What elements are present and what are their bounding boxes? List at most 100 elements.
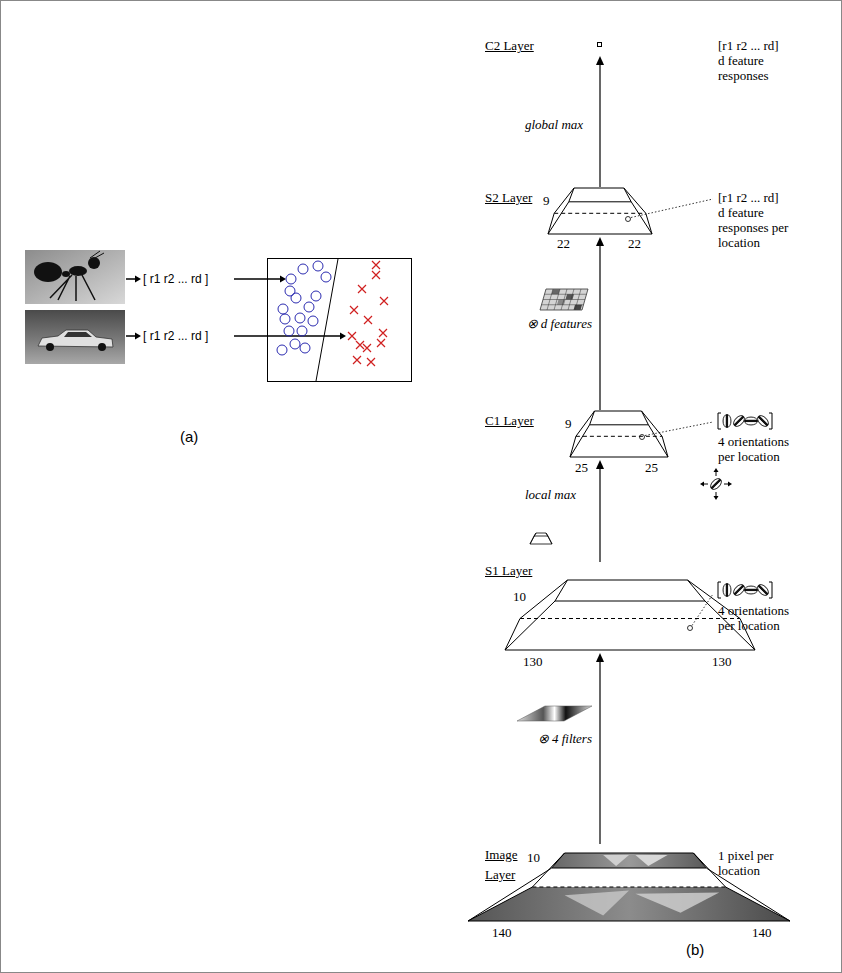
scatter-plot — [278, 304, 288, 314]
feature-grid-icon — [566, 294, 575, 299]
pooling-direction-icon — [707, 475, 725, 493]
layer-description: 4 orientations per location — [718, 434, 808, 464]
unit-marker — [688, 626, 693, 631]
orientation-icons — [722, 582, 732, 598]
local-max-icon — [530, 533, 552, 544]
image-base — [635, 892, 719, 912]
car-photo — [98, 343, 106, 351]
scatter-plot — [280, 314, 290, 324]
feature-vector: [ r1 r2 ... rd ] — [143, 329, 208, 344]
orientation-icons — [722, 413, 732, 429]
flow-arrow — [596, 460, 604, 562]
feature-arrows — [126, 278, 136, 280]
layer-outline — [548, 188, 652, 234]
edge-label: ⊗ 4 filters — [538, 731, 592, 746]
scatter-plot — [300, 343, 310, 353]
layer-node: S2 Layer — [485, 188, 652, 234]
layer-outline — [552, 853, 707, 868]
hidden-edge — [576, 436, 662, 437]
car-photo — [46, 343, 54, 351]
dimension-number: 140 — [492, 925, 512, 940]
unit-marker — [626, 217, 693, 631]
layer-name: Image Layer — [485, 845, 530, 885]
output-unit — [598, 43, 602, 47]
hidden-edge — [554, 213, 646, 214]
dimension-number: 10 — [513, 589, 526, 604]
pooling-direction-icon — [728, 482, 732, 487]
orientation-icons — [743, 416, 759, 426]
ant-photo — [69, 266, 87, 276]
orientation-icons — [718, 581, 772, 599]
car-photo — [25, 310, 125, 364]
image-base — [468, 887, 790, 921]
leader-line — [631, 199, 713, 218]
scatter-plot — [290, 339, 300, 349]
arrow-head — [596, 653, 604, 662]
scatter-plot — [284, 326, 294, 336]
leader-line — [631, 199, 713, 626]
feature-arrows — [234, 278, 281, 280]
feature-arrows — [340, 333, 346, 340]
dimension-number: 22 — [557, 236, 570, 251]
layer-outline — [648, 425, 668, 457]
orientation-icons — [754, 412, 772, 430]
car-photo — [25, 310, 125, 364]
layer-outline — [631, 202, 652, 234]
ant-photo — [34, 262, 62, 282]
scatter-plot — [295, 313, 305, 323]
feature-arrows — [280, 276, 286, 283]
edge-label: ⊗ d features — [527, 316, 592, 331]
unit-marker — [640, 435, 645, 440]
car-photo — [64, 332, 92, 337]
pooling-direction-icon — [714, 496, 719, 500]
edge-label: global max — [525, 117, 583, 132]
pooling-direction-icon — [714, 468, 719, 472]
image-top — [635, 855, 667, 866]
layer-frustum — [548, 188, 652, 234]
filter-icon — [517, 706, 592, 721]
dimension-number: 130 — [712, 654, 732, 669]
scatter-plot — [311, 291, 321, 301]
feature-vector: [r1 r2 ... rd] — [718, 190, 779, 205]
image-base — [565, 890, 629, 915]
panel-label: (a) — [180, 429, 198, 444]
feature-grid-icon — [557, 300, 566, 305]
leader-line — [645, 422, 713, 436]
scatter-plot — [308, 316, 318, 326]
flow-arrow — [596, 56, 604, 187]
arrow-head — [596, 237, 604, 246]
hidden-edge — [532, 887, 725, 888]
flow-arrow — [596, 653, 604, 844]
scatter-plot — [277, 345, 287, 355]
orientation-icons — [743, 585, 759, 595]
layer-outline — [555, 580, 705, 601]
arrow-head — [596, 56, 604, 65]
feature-arrows — [135, 276, 141, 283]
ant-photo — [88, 257, 100, 269]
ant-photo — [62, 271, 70, 277]
dimension-number: 25 — [645, 460, 658, 475]
image-top — [603, 855, 629, 866]
pooling-direction-icon — [700, 468, 732, 500]
dimension-number: 9 — [543, 193, 550, 208]
layer-name: S2 Layer — [485, 190, 532, 205]
layer-outline — [505, 580, 755, 650]
scatter-plot — [291, 293, 301, 303]
layer-outline — [569, 188, 631, 202]
layer-description: d feature responses — [718, 53, 790, 83]
layer-outline — [570, 425, 590, 457]
connector-line — [599, 64, 600, 187]
hidden-edge — [520, 618, 740, 619]
filter-icon — [517, 706, 592, 721]
feature-grid-icon — [574, 305, 583, 310]
layer-name: C2 Layer — [485, 38, 534, 53]
feature-grid-icon — [540, 289, 588, 310]
scatter-plot — [304, 302, 314, 312]
layer-outline — [548, 202, 569, 234]
dimension-number: 130 — [523, 654, 543, 669]
scatter-plot — [268, 259, 412, 382]
scatter-plot — [313, 261, 323, 271]
